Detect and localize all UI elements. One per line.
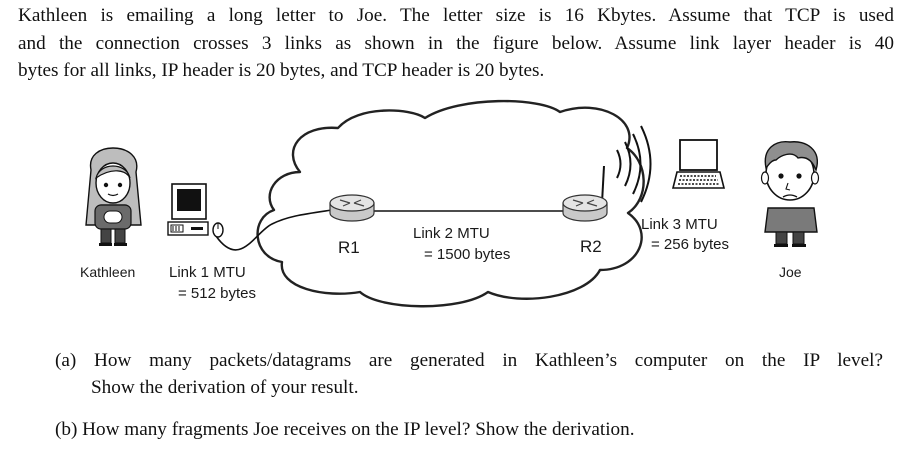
router-r2-icon xyxy=(562,165,608,222)
link-2-value: = 1500 bytes xyxy=(424,246,510,263)
joe-person-icon xyxy=(760,141,820,247)
desktop-computer-icon xyxy=(167,183,224,238)
router-r2-label: R2 xyxy=(580,237,602,256)
question-a: (a) How many packets/datagrams are gener… xyxy=(55,347,883,401)
router-r1-icon xyxy=(329,194,375,222)
link-3-title: Link 3 MTU xyxy=(641,216,718,233)
wireless-signal-icon xyxy=(616,125,652,203)
question-a-line: Show the derivation of your result. xyxy=(91,377,359,398)
link-2-title: Link 2 MTU xyxy=(413,225,490,242)
link-1-value: = 512 bytes xyxy=(178,285,256,302)
router-r1-label: R1 xyxy=(338,238,360,257)
question-a-line: (a) How many packets/datagrams are gener… xyxy=(55,350,883,371)
kathleen-person-icon xyxy=(85,147,142,246)
link-3-value: = 256 bytes xyxy=(651,236,729,253)
link-1-cable xyxy=(215,209,333,251)
intro-line: bytes for all links, IP header is 20 byt… xyxy=(18,60,545,82)
joe-label: Joe xyxy=(779,264,802,280)
laptop-icon xyxy=(671,139,726,189)
intro-line: and the connection crosses 3 links as sh… xyxy=(18,32,894,54)
link-1-title: Link 1 MTU xyxy=(169,264,246,281)
intro-line: Kathleen is emailing a long letter to Jo… xyxy=(18,5,894,26)
question-b: (b) How many fragments Joe receives on t… xyxy=(55,416,635,443)
question-b-line: (b) How many fragments Joe receives on t… xyxy=(55,419,635,440)
problem-statement: Kathleen is emailing a long letter to Jo… xyxy=(18,2,894,85)
network-cloud xyxy=(256,99,645,308)
kathleen-label: Kathleen xyxy=(80,264,135,280)
